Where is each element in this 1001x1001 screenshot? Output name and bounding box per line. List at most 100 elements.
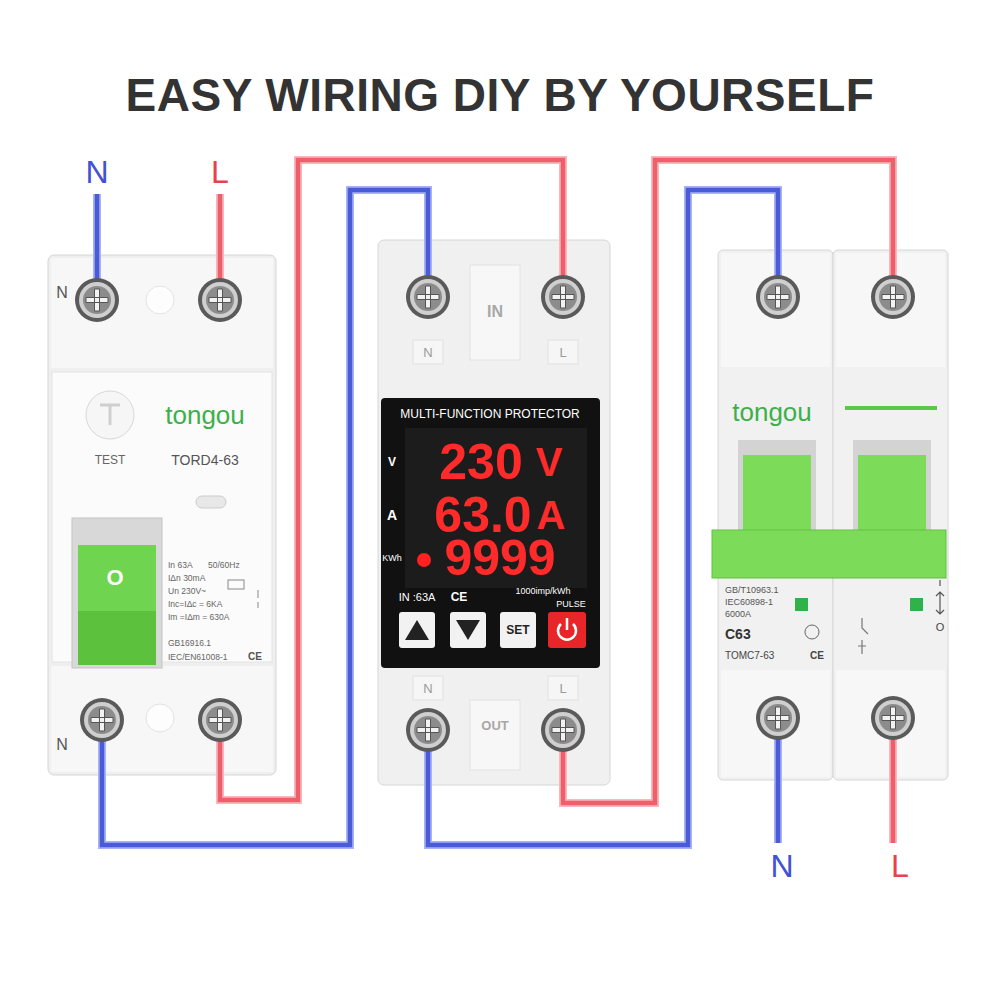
neutral-wire xyxy=(97,194,778,843)
button-label: SET xyxy=(506,624,529,636)
rcd-body xyxy=(48,255,276,775)
display-panel xyxy=(381,398,600,668)
live-wire xyxy=(220,194,893,843)
brand-name: tongou xyxy=(732,399,812,425)
rating-text: C63 xyxy=(725,627,751,641)
standard-text: IEC60898-1 xyxy=(725,598,773,607)
neutral-wire xyxy=(102,190,428,845)
toggle-recess xyxy=(738,440,816,535)
test-button xyxy=(86,391,134,439)
down-button xyxy=(450,612,486,648)
toggle-recess xyxy=(853,440,931,535)
terminal-screw xyxy=(406,708,450,752)
embossed-label: IN xyxy=(487,304,503,320)
spec-text: IΔn 30mA xyxy=(168,574,205,583)
ccc-mark xyxy=(805,625,819,639)
digit-window xyxy=(405,428,587,588)
unit-label: V xyxy=(388,456,396,468)
toggle-lever xyxy=(78,611,156,665)
terminal-tab xyxy=(548,340,578,364)
wire-outline xyxy=(563,160,893,803)
circuit-symbol xyxy=(858,618,868,654)
rcd-hole xyxy=(146,286,174,314)
terminal-screw xyxy=(756,275,800,319)
rcd-terminal-area xyxy=(51,258,273,368)
rcd-symbol xyxy=(258,590,259,608)
rating-text: IN :63A xyxy=(399,592,436,603)
toggle-handle xyxy=(743,455,811,533)
spec-text: Inc=IΔc = 6KA xyxy=(168,600,222,609)
switch-mark: O xyxy=(936,622,945,633)
spec-text: 50/60Hz xyxy=(208,561,240,570)
switch-mark: O xyxy=(106,567,123,589)
terminal-mark: N xyxy=(423,682,432,695)
panel-title: MULTI-FUNCTION PROTECTOR xyxy=(400,408,580,420)
live-wire xyxy=(220,160,563,800)
model-number: TOMC7-63 xyxy=(725,651,774,661)
standard-text: GB/T10963.1 xyxy=(725,586,779,595)
brand-name: tongou xyxy=(165,402,245,428)
terminal-mark: N xyxy=(423,346,432,359)
neutral-label: N xyxy=(770,850,793,882)
live-wire xyxy=(563,160,893,803)
button-label: TEST xyxy=(95,454,126,466)
spec-text: 6000A xyxy=(725,610,751,619)
pulse-text: PULSE xyxy=(556,600,586,609)
protector-embossing xyxy=(470,265,520,360)
live-label: L xyxy=(211,156,229,188)
terminal-screw xyxy=(75,278,119,322)
led-unit: V xyxy=(536,442,563,482)
led-unit: A xyxy=(537,495,566,535)
mcb-breaker: tongouGB/T10963.1IEC60898-1 6000A O C63TOMC… xyxy=(718,250,948,780)
protector-body xyxy=(378,240,610,785)
standard-text: GB16916.1 xyxy=(168,639,211,648)
protector-device: INNLNLOUTMULTI-FUNCTION PROTECTORV230VA6… xyxy=(378,240,610,785)
rcd-terminal-area xyxy=(51,666,273,772)
terminal-screw xyxy=(406,275,450,319)
terminal-screw xyxy=(198,698,242,742)
wire-outline xyxy=(220,160,563,800)
unit-label: KWh xyxy=(382,554,402,563)
set-button: SET xyxy=(500,612,536,648)
standard-text: IEC/EN61008-1 xyxy=(168,653,228,662)
rcd-breaker: NTESTtongouTORD4-63OIn 63A50/60HzIΔn 30m… xyxy=(48,255,276,775)
switch-arrow xyxy=(936,580,944,614)
wire-core xyxy=(220,160,563,800)
toggle-handle xyxy=(858,455,926,533)
up-button xyxy=(399,612,435,648)
green-stripe xyxy=(845,406,937,410)
status-window xyxy=(795,598,808,611)
wire-core xyxy=(428,190,778,845)
terminal-screw xyxy=(80,698,124,742)
terminal-screw xyxy=(198,278,242,322)
led-digits: 9999 xyxy=(444,533,555,583)
model-number: TORD4-63 xyxy=(171,453,238,467)
power-button xyxy=(548,612,586,648)
neutral-wire xyxy=(97,194,778,843)
toggle-recess xyxy=(72,518,162,668)
terminal-screw xyxy=(871,275,915,319)
neutral-wire xyxy=(428,190,778,845)
spec-text: Im =IΔm = 630A xyxy=(168,613,229,622)
display-panel: MULTI-FUNCTION PROTECTORV230VA63.0AKWh99… xyxy=(381,398,600,668)
ce-mark: CE xyxy=(810,651,824,661)
terminal-mark: N xyxy=(56,737,68,753)
embossed-label: OUT xyxy=(481,719,508,732)
terminal-mark: L xyxy=(559,346,566,359)
test-button-mark xyxy=(100,405,120,425)
rcd-symbol xyxy=(228,580,244,589)
unit-label: A xyxy=(387,508,397,522)
toggle-lever xyxy=(78,545,156,611)
terminal-screw xyxy=(871,696,915,740)
neutral-label: N xyxy=(85,156,108,188)
terminal-tab xyxy=(413,676,443,700)
wire-outline xyxy=(428,190,778,845)
wire-core xyxy=(563,160,893,803)
live-wire xyxy=(220,194,893,843)
ce-mark: CE xyxy=(451,591,468,603)
mcb-pole xyxy=(718,250,833,780)
power-icon xyxy=(558,618,576,640)
wire-core xyxy=(102,190,428,845)
wire-outline xyxy=(102,190,428,845)
